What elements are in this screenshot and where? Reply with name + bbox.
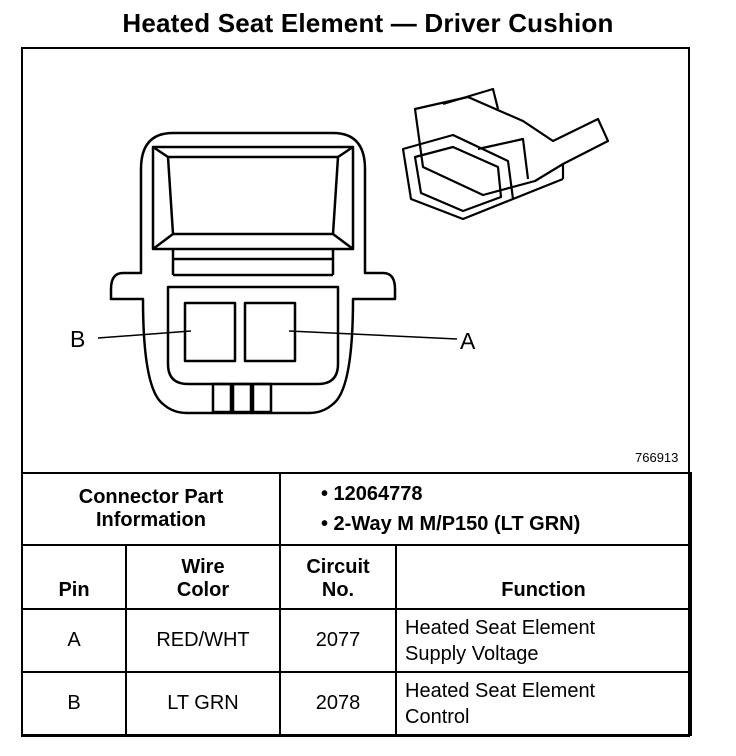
pin-a-label: A xyxy=(460,328,476,354)
connector-info-label: Connector Part Information xyxy=(21,472,281,546)
cell-pin: A xyxy=(21,608,127,673)
connector-info-label-line1: Connector Part xyxy=(78,486,224,508)
connector-table: Connector Part Information • 12064778 • … xyxy=(21,472,692,736)
cell-wire-color: RED/WHT xyxy=(125,608,281,673)
part-number: • 12064778 xyxy=(321,483,423,505)
connector-isometric-drawing xyxy=(401,87,610,221)
cell-wire-color: LT GRN xyxy=(125,671,281,736)
header-function: Function xyxy=(395,544,692,610)
header-pin: Pin xyxy=(21,544,127,610)
connector-description: • 2-Way M M/P150 (LT GRN) xyxy=(321,513,581,535)
cell-circuit: 2078 xyxy=(279,671,397,736)
connector-info-label-line2: Information xyxy=(96,509,206,531)
connector-info-values: • 12064778 • 2-Way M M/P150 (LT GRN) xyxy=(279,472,692,546)
cell-circuit: 2077 xyxy=(279,608,397,673)
diagram-frame xyxy=(21,47,690,737)
connector-face-drawing xyxy=(97,131,458,415)
figure-number: 766913 xyxy=(635,450,679,465)
connector-info-row: Connector Part Information • 12064778 • … xyxy=(21,472,692,546)
connector-figure: B A 766913 xyxy=(23,49,688,472)
cell-pin: B xyxy=(21,671,127,736)
pin-b-label: B xyxy=(70,326,86,352)
diagram-title: Heated Seat Element — Driver Cushion xyxy=(122,8,614,38)
